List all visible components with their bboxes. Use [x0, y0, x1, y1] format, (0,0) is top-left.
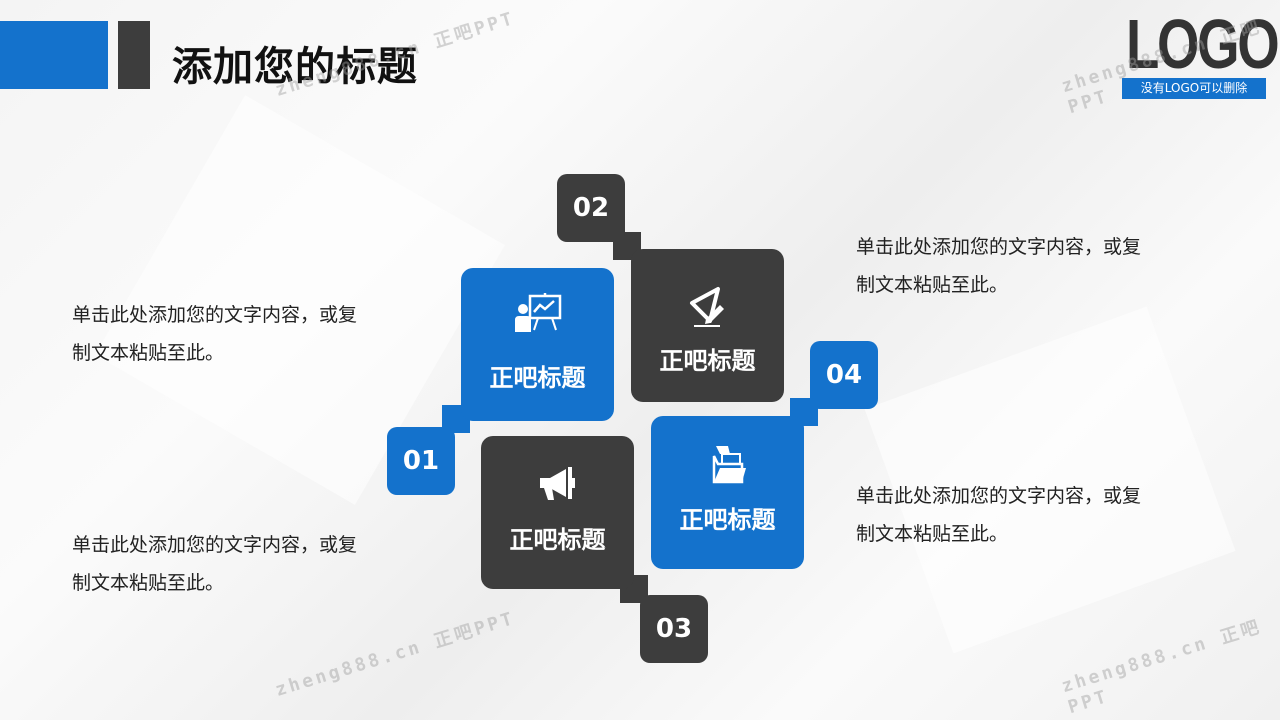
- description-04: 单击此处添加您的文字内容，或复 制文本粘贴至此。: [856, 477, 1216, 553]
- watermark: zheng888.cn 正吧PPT: [1059, 616, 1265, 719]
- description-line: 单击此处添加您的文字内容，或复: [72, 304, 358, 326]
- description-line: 制文本粘贴至此。: [72, 572, 225, 594]
- card-number-04: 04: [810, 341, 878, 409]
- presentation-chart-icon: [514, 293, 561, 332]
- card-label: 正吧标题: [489, 364, 586, 392]
- card-01[interactable]: 正吧标题: [461, 268, 614, 421]
- description-line: 制文本粘贴至此。: [72, 342, 225, 364]
- header-accent-dark: [118, 21, 150, 89]
- card-label: 正吧标题: [509, 526, 606, 554]
- card-02[interactable]: 正吧标题: [631, 249, 784, 402]
- card-label: 正吧标题: [659, 347, 756, 375]
- description-line: 制文本粘贴至此。: [856, 523, 1009, 545]
- page-title: 添加您的标题: [172, 44, 418, 90]
- description-line: 单击此处添加您的文字内容，或复: [856, 236, 1142, 258]
- description-01: 单击此处添加您的文字内容，或复 制文本粘贴至此。: [72, 296, 432, 372]
- description-line: 单击此处添加您的文字内容，或复: [856, 485, 1142, 507]
- header-accent-blue: [0, 21, 108, 89]
- logo: LOGO: [1126, 5, 1280, 83]
- description-line: 制文本粘贴至此。: [856, 274, 1009, 296]
- card-04[interactable]: 正吧标题: [651, 416, 804, 569]
- ruler-pencil-icon: [689, 287, 724, 327]
- card-number-01: 01: [387, 427, 455, 495]
- card-03[interactable]: 正吧标题: [481, 436, 634, 589]
- folder-files-icon: [712, 446, 746, 484]
- card-number-03: 03: [640, 595, 708, 663]
- card-number-02: 02: [557, 174, 625, 242]
- description-02: 单击此处添加您的文字内容，或复 制文本粘贴至此。: [856, 228, 1216, 304]
- card-label: 正吧标题: [679, 506, 776, 534]
- description-03: 单击此处添加您的文字内容，或复 制文本粘贴至此。: [72, 526, 432, 602]
- logo-note: 没有LOGO可以删除: [1122, 78, 1266, 99]
- megaphone-icon: [539, 467, 575, 500]
- description-line: 单击此处添加您的文字内容，或复: [72, 534, 358, 556]
- watermark: zheng888.cn 正吧PPT: [272, 607, 518, 701]
